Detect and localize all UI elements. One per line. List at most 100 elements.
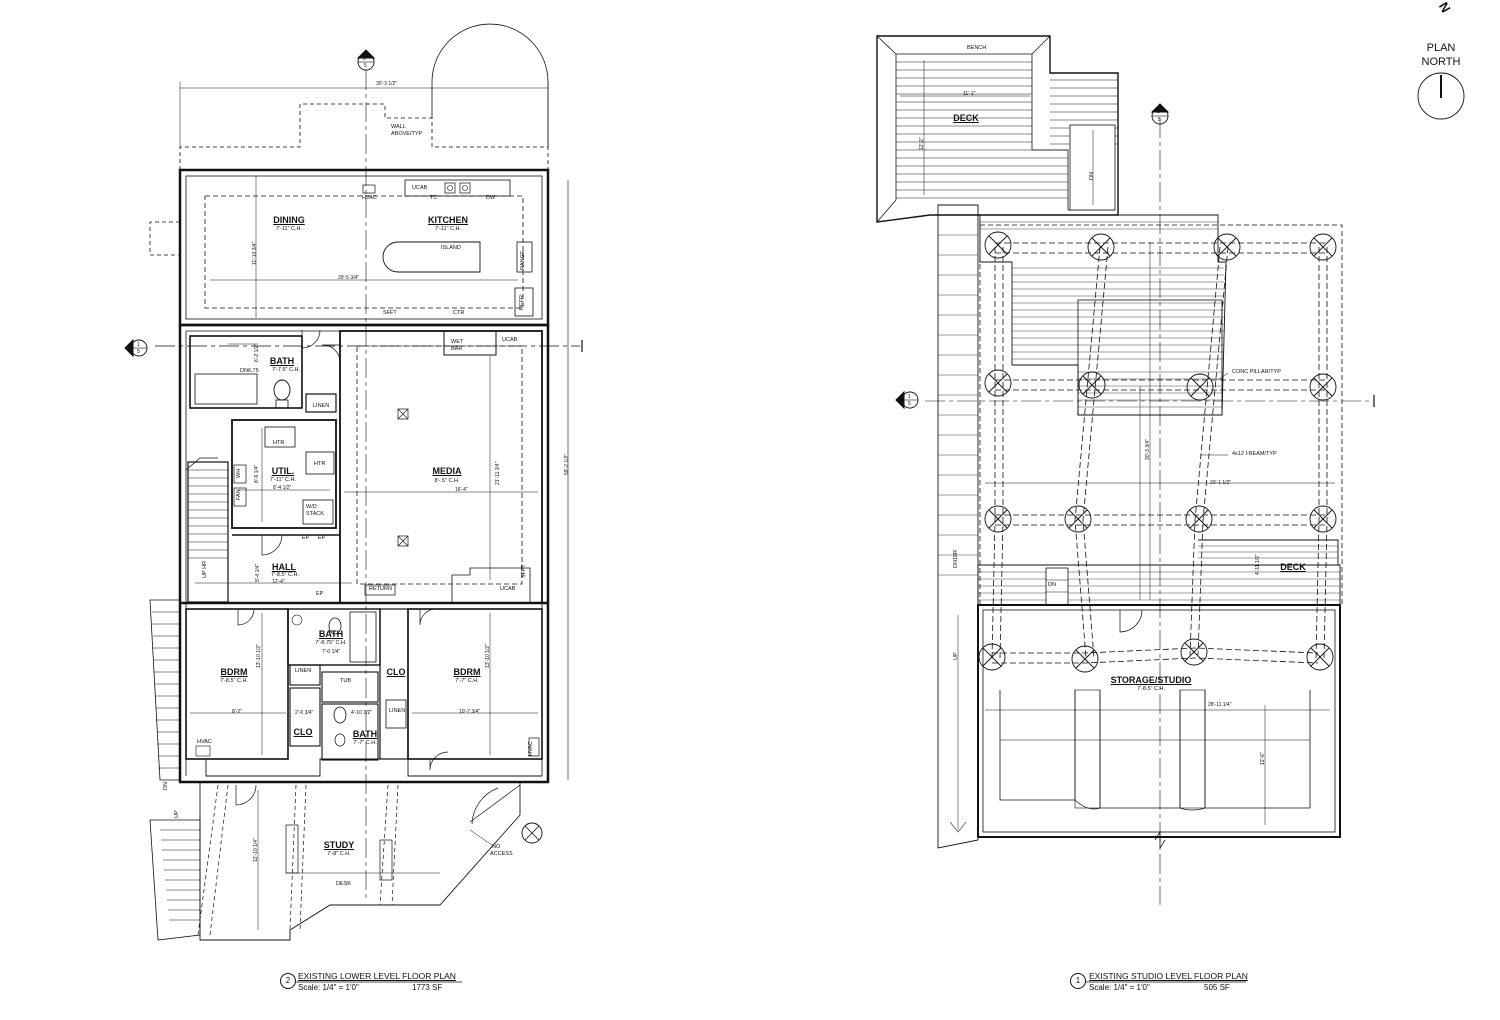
dim-media-width: 16'-4" bbox=[455, 487, 468, 493]
dim-pillar-span-width: 20'-1 1/2" bbox=[1210, 480, 1232, 486]
title-number-lower: 2 bbox=[280, 973, 296, 989]
dim-media-height: 21'-11 3/4" bbox=[495, 461, 501, 486]
note-ep-c: EP bbox=[316, 591, 324, 597]
scale-lower-plan: Scale: 1/4" = 1'0" bbox=[298, 983, 359, 992]
dim-clo-width: 2'-0 3/4" bbox=[295, 710, 314, 716]
ceiling-height-dining: 7'-11" C.H. bbox=[275, 226, 303, 232]
note-htr-a: HTR bbox=[273, 440, 285, 446]
room-label-deck-right: DECK bbox=[1280, 562, 1306, 572]
dim-bdrm-left-width: 8'-2" bbox=[232, 709, 242, 715]
note-linen-c: LINEN bbox=[389, 708, 406, 714]
dim-bdrm-right-height: 13'-10 1/2" bbox=[485, 644, 491, 668]
ceiling-height-hall: 7'-8.5" C.H. bbox=[270, 572, 300, 578]
note-hvac-top: HVAC bbox=[362, 195, 377, 201]
room-label-study: STUDY bbox=[323, 840, 355, 850]
room-label-util: UTIL. bbox=[271, 466, 295, 476]
note-dn: DN6.75 bbox=[240, 368, 259, 374]
dim-bdrm-right-width: 10'-7 3/4" bbox=[459, 709, 481, 715]
conc-pillars bbox=[978, 231, 1337, 673]
scale-studio-plan: Scale: 1/4" = 1'0" bbox=[1089, 983, 1150, 992]
dim-studio-height: 12'-6" bbox=[1260, 752, 1266, 765]
room-label-bdrm-right: BDRM bbox=[453, 667, 481, 677]
note-access: ACCESS bbox=[490, 851, 513, 857]
dim-study-height: 12'-10 1/4" bbox=[253, 838, 259, 862]
note-hvac-left: HVAC bbox=[197, 739, 212, 745]
dim-deck-height: 12'-2" bbox=[919, 137, 925, 150]
note-tub: TUB bbox=[340, 678, 351, 684]
section-marker-2-studio bbox=[1150, 103, 1170, 125]
lower-level-plan bbox=[124, 23, 583, 941]
section-marker-2-lower bbox=[356, 49, 376, 71]
note-island: ISLAND bbox=[441, 245, 461, 251]
north-label-line2: NORTH bbox=[1421, 55, 1461, 68]
room-label-kitchen: KITCHEN bbox=[428, 215, 468, 225]
note-ucab-low: UCAB bbox=[500, 586, 516, 592]
note-dn-top: DN bbox=[1089, 172, 1095, 180]
note-bar: BAR bbox=[451, 346, 463, 352]
area-lower-plan: 1773 SF bbox=[412, 983, 443, 992]
dim-util-height: 8'-9 1/4" bbox=[254, 464, 260, 483]
ceiling-height-bath-low: 7'-7" C.H. bbox=[353, 740, 377, 746]
title-number-studio: 1 bbox=[1070, 973, 1086, 989]
room-label-bath-mid: BATH bbox=[318, 629, 344, 639]
north-label: PLAN NORTH bbox=[1414, 42, 1468, 70]
note-sfft-top: SFFT bbox=[383, 310, 397, 316]
title-studio-plan: EXISTING STUDIO LEVEL FLOOR PLAN bbox=[1089, 971, 1248, 981]
section-mark-1-studio-num: 1 bbox=[908, 394, 911, 400]
note-linen-b: LINEN bbox=[295, 668, 312, 674]
section-mark-1-lower-sheet: 5 bbox=[137, 349, 140, 355]
section-mark-2-studio-sheet: 5 bbox=[1158, 117, 1161, 123]
ceiling-height-bath-upper: 7'-7.5" C.H. bbox=[271, 367, 301, 373]
note-wall-above-typ: ABOVE/TYP bbox=[391, 131, 423, 137]
ceiling-height-studio: 7'-8.5" C.H. bbox=[1136, 686, 1166, 692]
note-dn18: DN18R bbox=[953, 549, 959, 568]
note-range: RANGE bbox=[520, 250, 526, 270]
section-mark-1-lower-num: 1 bbox=[137, 342, 140, 348]
note-wet: WET bbox=[451, 339, 464, 345]
note-ucab-mid: UCAB bbox=[502, 337, 518, 343]
note-sfft-low: SFFT bbox=[521, 564, 527, 578]
dim-bath-low-width: 4'-10 1/2" bbox=[351, 710, 373, 716]
room-label-bath-upper: BATH bbox=[269, 356, 295, 366]
area-studio-plan: 505 SF bbox=[1204, 983, 1230, 992]
section-mark-2-lower-num: 2 bbox=[363, 56, 366, 62]
note-fan: FAN bbox=[236, 489, 242, 500]
section-mark-1-studio-sheet: 5 bbox=[908, 401, 911, 407]
room-label-hall: HALL bbox=[272, 562, 296, 572]
note-linen-a: LINEN bbox=[313, 403, 330, 409]
ceiling-height-bdrm-left: 7'-8.5" C.H. bbox=[219, 678, 249, 684]
room-label-clo-a: CLO bbox=[386, 667, 406, 677]
note-conc-pillar: CONC PILLAR/TYP bbox=[1232, 369, 1281, 375]
ceiling-height-bdrm-right: 7'-7" C.H. bbox=[455, 678, 479, 684]
note-ep-b: EP bbox=[318, 535, 326, 541]
dim-pillar-span-height: 30'-3 3/4" bbox=[1145, 438, 1151, 460]
room-label-bdrm-left: BDRM bbox=[220, 667, 248, 677]
note-wall-above: WALL bbox=[391, 124, 406, 130]
dim-dining-width: 29'-5 3/4" bbox=[338, 275, 360, 281]
dim-bath-mid-width: 7'-0 1/4" bbox=[322, 649, 341, 655]
note-dn-deck: DN bbox=[1048, 582, 1056, 588]
north-label-line1: PLAN bbox=[1426, 42, 1456, 54]
note-bench: BENCH bbox=[967, 45, 987, 51]
note-refr: REFR bbox=[519, 295, 525, 310]
ceiling-height-media: 8'-.5" C.H. bbox=[434, 478, 460, 484]
dim-overall-width: 30'-3 1/2" bbox=[376, 81, 398, 87]
note-up-hr: UP HR bbox=[202, 560, 208, 578]
note-htr-b: HTR bbox=[314, 461, 326, 467]
dim-hall-height: 5'-4 1/4" bbox=[255, 563, 261, 582]
section-marker-1-lower bbox=[124, 338, 148, 358]
north-arrow-icon bbox=[1417, 72, 1465, 120]
section-mark-2-studio-num: 2 bbox=[1157, 109, 1160, 115]
note-wh: WH bbox=[236, 468, 242, 478]
dim-hall-width: 12'-4" bbox=[272, 579, 285, 585]
note-stack: STACK bbox=[306, 511, 324, 517]
note-wd: W/D bbox=[306, 504, 317, 510]
section-mark-2-lower-sheet: 5 bbox=[364, 63, 367, 69]
note-desk: DESK bbox=[336, 881, 351, 887]
note-up-left: UP bbox=[174, 810, 180, 818]
note-dn-left: DN bbox=[163, 782, 169, 790]
room-label-clo-b: CLO bbox=[293, 727, 313, 737]
note-dw: DW bbox=[486, 195, 496, 201]
dim-bdrm-left-height: 13'-10 1/2" bbox=[256, 644, 262, 668]
